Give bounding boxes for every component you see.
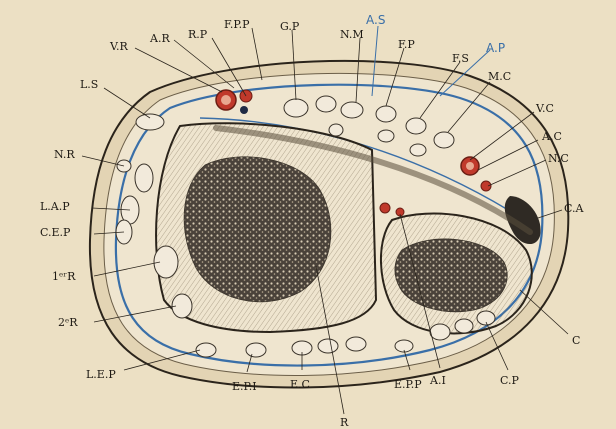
label-ai: A.I (429, 374, 446, 387)
label-ar: A.R (149, 32, 170, 45)
label-fs: F.S (452, 52, 469, 65)
label-nm: N.M (340, 28, 364, 41)
label-mc: M.C (488, 70, 511, 83)
label-epi: E.P.I (232, 380, 257, 393)
radius-marrow (184, 157, 331, 302)
label-cp: C.P (500, 374, 520, 387)
label-c: C (572, 334, 580, 347)
label-as: A.S (366, 13, 385, 27)
label-rp: R.P (188, 28, 208, 41)
label-vr: V.R (109, 40, 129, 53)
label-ec: E.C (290, 378, 310, 391)
label-fpp: F.P.P (224, 18, 250, 31)
label-ls: L.S (80, 78, 98, 91)
label-fp: F.P (398, 38, 415, 51)
label-nr: N.R (54, 148, 75, 161)
label-r1: 1ᵉʳR (52, 270, 76, 283)
label-lep: L.E.P (86, 368, 116, 381)
label-nc: N.C (548, 152, 569, 165)
label-r: R (340, 416, 349, 429)
label-vc: V.C (535, 102, 554, 115)
label-ap: A.P (486, 41, 505, 55)
label-r2: 2ᵉR (58, 316, 78, 329)
label-lap: L.A.P (40, 200, 70, 213)
label-epp: E.P.P (394, 378, 422, 391)
label-ac: A.C (541, 130, 562, 143)
label-ca: C.A (564, 202, 585, 215)
label-gp: G.P (280, 20, 300, 33)
label-cep: C.E.P (40, 226, 71, 239)
